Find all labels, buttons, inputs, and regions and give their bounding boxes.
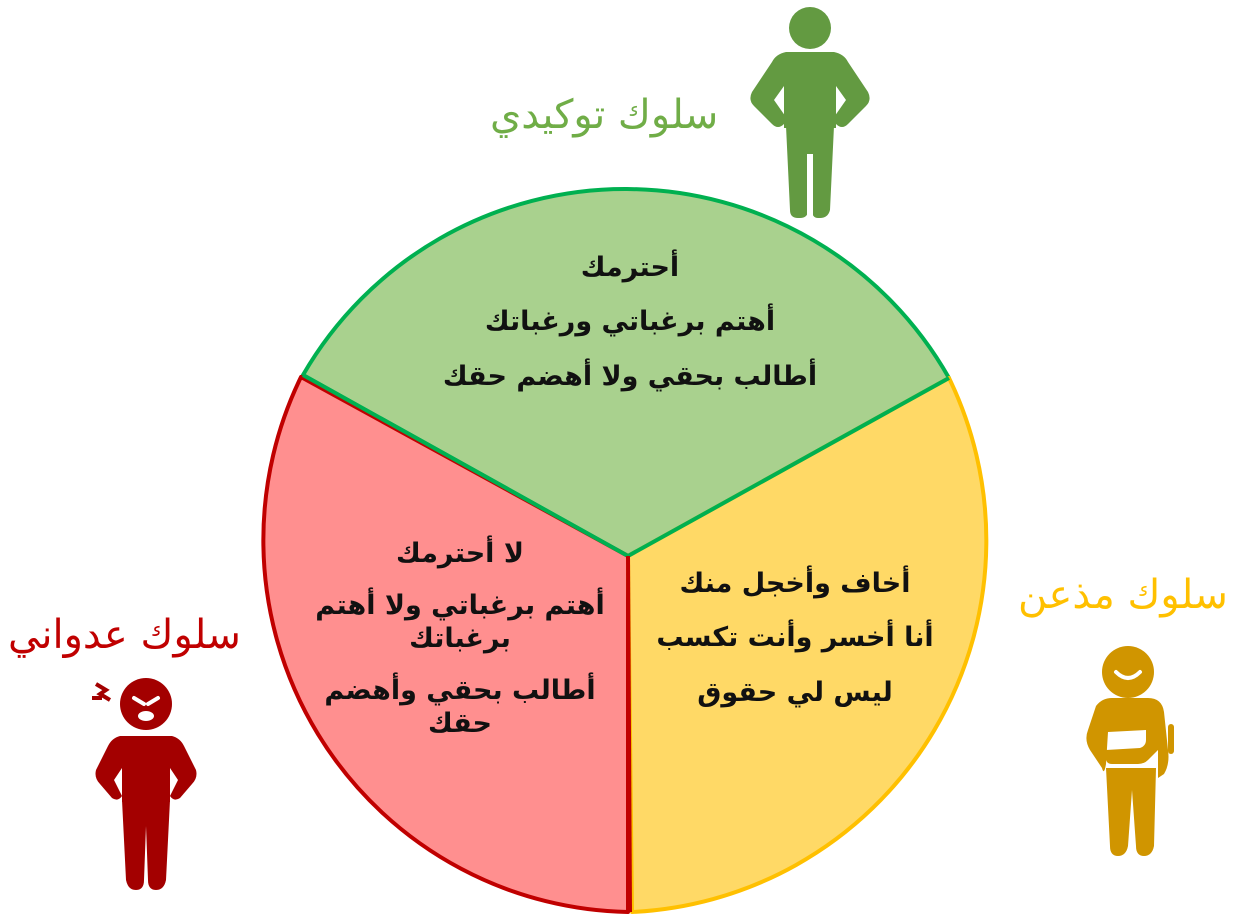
angry-person-icon (92, 678, 197, 890)
aggressive-line-2: أهتم برغباتي ولا أهتم (315, 590, 605, 622)
aggressive-segment (261, 375, 630, 914)
aggressive-title: سلوك عدواني (8, 612, 241, 658)
assertive-text-block: أحترمك أهتم برغباتي ورغباتك أطالب بحقي و… (400, 252, 860, 393)
passive-line-3: ليس لي حقوق (697, 676, 893, 708)
passive-segment (626, 376, 989, 914)
passive-title: سلوك مذعن (1018, 572, 1228, 618)
aggressive-line-3: برغباتك (409, 622, 511, 654)
assertive-line-3: أطالب بحقي ولا أهضم حقك (442, 360, 818, 392)
shy-person-icon (1086, 646, 1174, 856)
passive-line-1: أخاف وأخجل منك (679, 568, 911, 599)
assertive-line-1: أحترمك (580, 252, 680, 283)
aggressive-text-block: لا أحترمك أهتم برغباتي ولا أهتم برغباتك … (300, 538, 620, 740)
aggressive-line-1: لا أحترمك (396, 538, 524, 569)
passive-line-2: أنا أخسر وأنت تكسب (656, 622, 934, 654)
assertive-title: سلوك توكيدي (490, 92, 719, 138)
assertive-line-2: أهتم برغباتي ورغباتك (484, 306, 776, 338)
aggressive-line-4: أطالب بحقي وأهضم (324, 675, 596, 707)
passive-text-block: أخاف وأخجل منك أنا أخسر وأنت تكسب ليس لي… (640, 568, 950, 709)
aggressive-line-5: حقك (427, 707, 493, 739)
standing-person-icon (750, 7, 870, 218)
